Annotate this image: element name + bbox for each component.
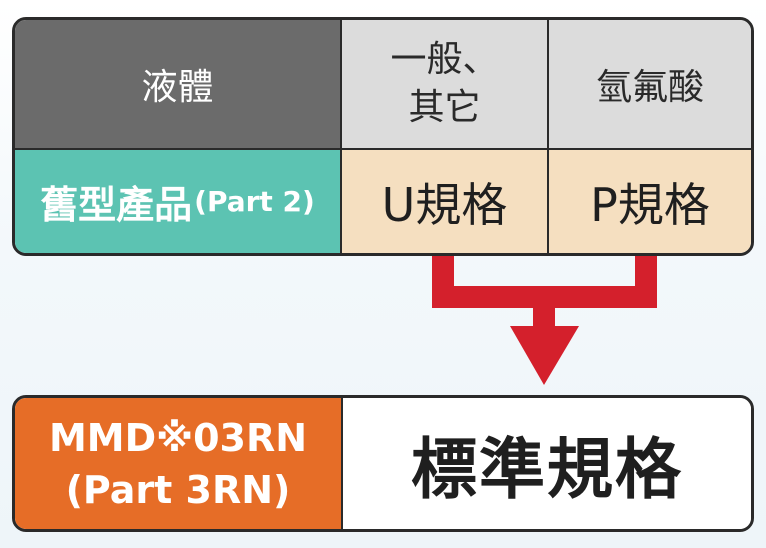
p-spec-cell: P規格 [547, 148, 751, 253]
standard-spec-cell: 標準規格 [341, 398, 751, 529]
header-general-other: 一般、 其它 [340, 20, 547, 148]
header-liquid-text: 液體 [141, 67, 214, 108]
u-spec-cell: U規格 [340, 148, 547, 253]
merge-arrow-stem [533, 297, 555, 327]
merge-arrow-line [432, 256, 657, 308]
old-product-text: 舊型產品 [40, 183, 193, 227]
standard-spec-text: 標準規格 [411, 430, 683, 508]
u-spec-text: U規格 [381, 177, 508, 232]
old-product-part: (Part 2) [194, 185, 315, 218]
header-general-line1: 一般、 [390, 39, 499, 80]
model-cell: MMD※03RN (Part 3RN) [15, 398, 341, 529]
model-part: (Part 3RN) [65, 467, 291, 512]
header-hydro-text: 氫氟酸 [595, 67, 704, 108]
old-product-label: 舊型產品 (Part 2) [15, 148, 340, 253]
header-hydrofluoric-acid: 氫氟酸 [547, 20, 751, 148]
old-spec-table: 液體 一般、 其它 氫氟酸 舊型產品 (Part 2) U規格 P規格 [12, 17, 754, 256]
merge-arrow-head [510, 326, 579, 385]
new-spec-table: MMD※03RN (Part 3RN) 標準規格 [12, 395, 754, 532]
header-liquid: 液體 [15, 20, 340, 148]
header-general-line2: 其它 [408, 87, 481, 128]
model-name: MMD※03RN [48, 415, 308, 460]
p-spec-text: P規格 [590, 177, 710, 232]
